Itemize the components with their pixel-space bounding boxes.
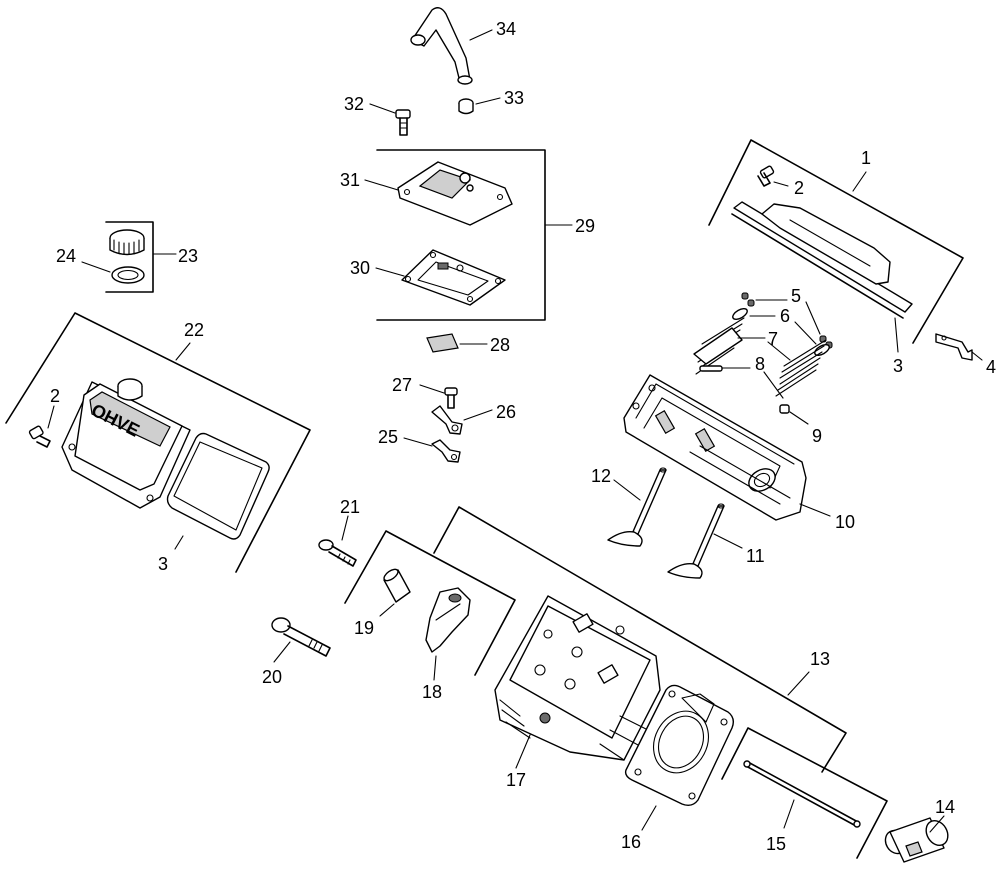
bracket-29 xyxy=(376,149,546,321)
terminal-25 xyxy=(431,439,461,463)
valve-11 xyxy=(667,503,725,579)
callout-15: 15 xyxy=(766,834,786,854)
gasket-3-left xyxy=(166,432,270,540)
bracket-22 xyxy=(5,312,311,573)
head-gasket-16 xyxy=(624,684,735,807)
callout-3-right: 3 xyxy=(893,356,903,376)
valve-12 xyxy=(607,467,667,547)
callout-26: 26 xyxy=(496,402,516,422)
callout-33: 33 xyxy=(504,88,524,108)
callout-6: 6 xyxy=(780,306,790,326)
callout-2-left: 2 xyxy=(50,386,60,406)
breather-hose-34 xyxy=(410,7,473,85)
tappet-14 xyxy=(884,817,949,863)
cylinder-head-10 xyxy=(623,374,807,521)
screw-21 xyxy=(318,539,357,567)
callout-9: 9 xyxy=(812,426,822,446)
bracket-part-4 xyxy=(935,333,973,361)
callout-29: 29 xyxy=(575,216,595,236)
callout-16: 16 xyxy=(621,832,641,852)
retainers-6 xyxy=(732,308,830,356)
callout-32: 32 xyxy=(344,94,364,114)
terminal-26 xyxy=(431,405,463,435)
bracket-1 xyxy=(708,139,964,344)
breather-gasket-30 xyxy=(401,249,506,306)
callout-17: 17 xyxy=(506,770,526,790)
callout-7: 7 xyxy=(768,329,778,349)
screw-20 xyxy=(271,617,331,657)
callout-4: 4 xyxy=(986,357,996,377)
push-rod-15 xyxy=(743,760,861,828)
clamp-33 xyxy=(458,98,474,115)
springs-7 xyxy=(693,317,827,397)
bracket-13 xyxy=(433,506,847,773)
callout-19: 19 xyxy=(354,618,374,638)
callout-28: 28 xyxy=(490,335,510,355)
screw-27 xyxy=(444,387,458,409)
callout-34: 34 xyxy=(496,19,516,39)
oil-cap-23 xyxy=(109,229,145,256)
callout-30: 30 xyxy=(350,258,370,278)
callout-5: 5 xyxy=(791,286,801,306)
stem-seals-8 xyxy=(699,365,723,372)
pin-19 xyxy=(383,568,411,603)
callout-24: 24 xyxy=(56,246,76,266)
callout-8: 8 xyxy=(755,354,765,374)
screw-2-right xyxy=(757,165,775,187)
cylinder-head-17 xyxy=(494,595,661,761)
callout-25: 25 xyxy=(378,427,398,447)
valve-cover-1 xyxy=(731,201,913,319)
callout-27: 27 xyxy=(392,375,412,395)
callout-23: 23 xyxy=(178,246,198,266)
seal-24 xyxy=(111,266,145,284)
callout-2-right: 2 xyxy=(794,178,804,198)
callout-11: 11 xyxy=(746,546,765,566)
rocker-arm-18 xyxy=(425,587,471,653)
valve-cover-22: OHVE xyxy=(61,378,191,509)
screw-2-left xyxy=(28,425,51,448)
callout-1: 1 xyxy=(861,148,871,168)
callout-3-left: 3 xyxy=(158,554,168,574)
callout-13: 13 xyxy=(810,649,830,669)
callout-31: 31 xyxy=(340,170,360,190)
callout-22: 22 xyxy=(184,320,204,340)
callout-21: 21 xyxy=(340,497,360,517)
bracket-23 xyxy=(105,221,154,293)
bracket-18-19 xyxy=(344,530,516,676)
screw-32 xyxy=(395,109,411,136)
callout-12: 12 xyxy=(591,466,611,486)
callout-10: 10 xyxy=(835,512,855,532)
callout-20: 20 xyxy=(262,667,282,687)
reed-28 xyxy=(426,333,459,353)
callout-18: 18 xyxy=(422,682,442,702)
stem-cap-9 xyxy=(779,404,790,414)
breather-cover-31 xyxy=(397,161,513,226)
callout-14: 14 xyxy=(935,797,955,817)
bracket-15 xyxy=(721,727,888,859)
